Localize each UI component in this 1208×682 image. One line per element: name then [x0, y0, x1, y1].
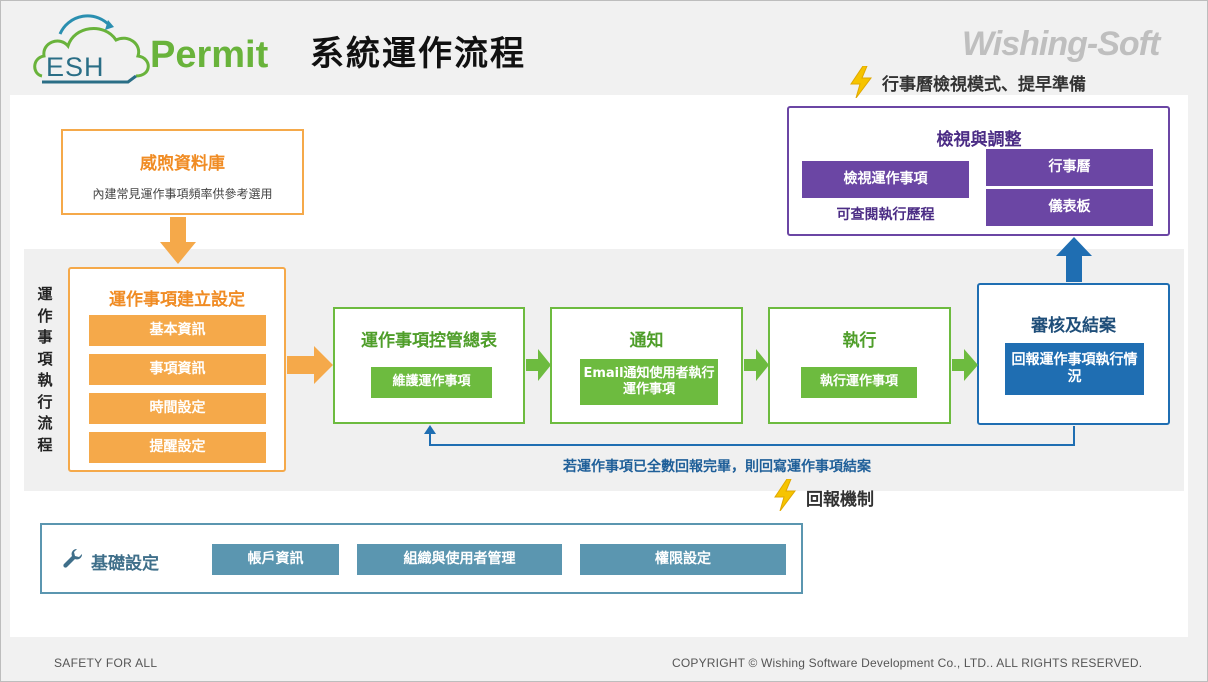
page-title: 系統運作流程 [310, 34, 526, 74]
setup-item-reminder[interactable]: 提醒設定 [89, 432, 266, 463]
history-note: 可查閱執行歷程 [836, 207, 935, 223]
notify-box: 通知 Email通知使用者執行運作事項 [550, 307, 743, 424]
dashboard-button[interactable]: 儀表板 [986, 189, 1153, 226]
setup-item-time[interactable]: 時間設定 [89, 393, 266, 424]
view-adjust-box: 檢視與調整 檢視運作事項 可查閱執行歷程 行事曆 儀表板 [787, 106, 1170, 236]
lightning-icon [850, 66, 872, 98]
execute-title: 執行 [842, 331, 877, 351]
library-desc: 內建常見運作事項頻率供參考選用 [92, 187, 273, 201]
logo-permit-text: Permit [150, 34, 269, 76]
setup-item-basic[interactable]: 基本資訊 [89, 315, 266, 346]
library-box: 威煦資料庫 內建常見運作事項頻率供參考選用 [61, 129, 304, 215]
view-adjust-title: 檢視與調整 [936, 130, 1022, 150]
basic-settings-box: 基礎設定 帳戶資訊 組織與使用者管理 權限設定 [40, 523, 803, 594]
feedback-text: 若運作事項已全數回報完畢，則回寫運作事項結案 [563, 459, 871, 475]
account-info-button[interactable]: 帳戶資訊 [212, 544, 339, 575]
setup-box: 運作事項建立設定 基本資訊 事項資訊 時間設定 提醒設定 [68, 267, 286, 472]
wrench-icon [63, 548, 83, 568]
esh-permit-logo: ESH Permit [30, 14, 310, 86]
notify-title: 通知 [629, 331, 664, 351]
org-user-management-button[interactable]: 組織與使用者管理 [357, 544, 562, 575]
calendar-button[interactable]: 行事曆 [986, 149, 1153, 186]
library-title: 威煦資料庫 [140, 154, 225, 174]
setup-title: 運作事項建立設定 [109, 290, 245, 310]
setup-item-event[interactable]: 事項資訊 [89, 354, 266, 385]
feedback-label: 回報機制 [806, 490, 874, 510]
execute-events-button[interactable]: 執行運作事項 [801, 367, 917, 398]
calendar-note: 行事曆檢視模式、提早準備 [882, 75, 1086, 95]
email-notify-button[interactable]: Email通知使用者執行運作事項 [580, 359, 718, 405]
report-execution-button[interactable]: 回報運作事項執行情況 [1005, 343, 1144, 395]
control-box: 運作事項控管總表 維護運作事項 [333, 307, 525, 424]
execute-box: 執行 執行運作事項 [768, 307, 951, 424]
logo-esh-text: ESH [46, 52, 105, 82]
basic-settings-title: 基礎設定 [91, 554, 159, 574]
process-side-label: 運作事項執行流程 [37, 285, 53, 454]
review-box: 審核及結案 回報運作事項執行情況 [977, 283, 1170, 425]
control-title: 運作事項控管總表 [361, 331, 497, 351]
lightning-icon [774, 479, 796, 511]
footer-slogan: SAFETY FOR ALL [54, 656, 158, 670]
view-events-button[interactable]: 檢視運作事項 [802, 161, 969, 198]
maintain-events-button[interactable]: 維護運作事項 [371, 367, 492, 398]
wishing-soft-logo: Wishing-Soft [962, 25, 1160, 63]
permission-settings-button[interactable]: 權限設定 [580, 544, 786, 575]
footer-copyright: COPYRIGHT © Wishing Software Development… [672, 656, 1143, 670]
cloud-recycle-icon [33, 14, 150, 84]
review-title: 審核及結案 [1031, 316, 1116, 336]
